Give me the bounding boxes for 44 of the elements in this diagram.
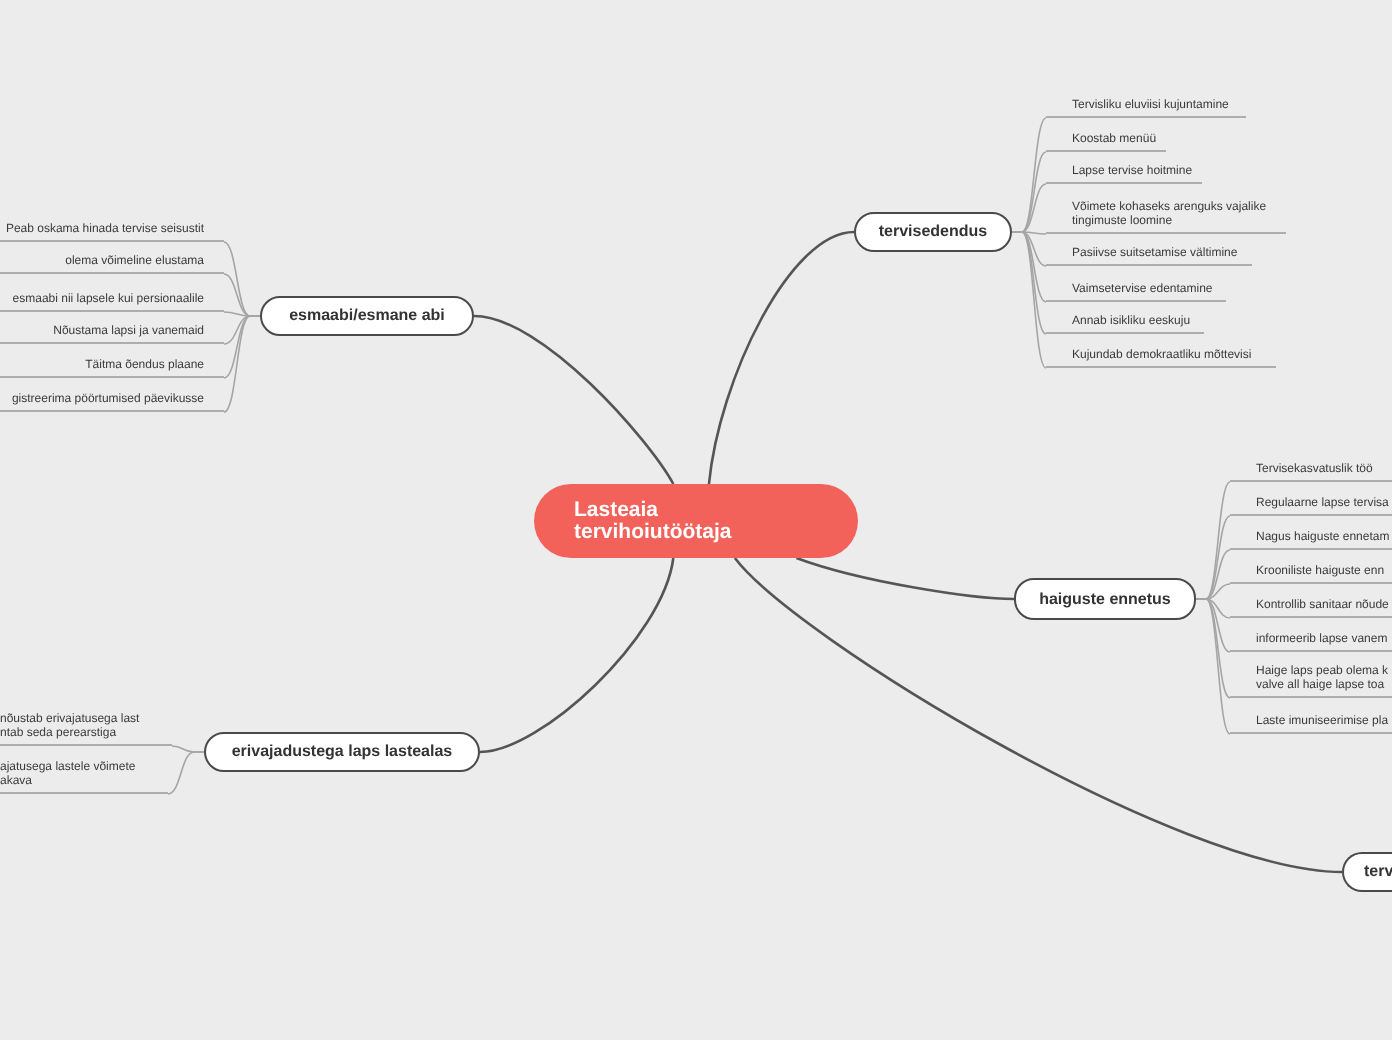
subtopic-entry (1230, 716, 1392, 734)
subtopic-entry (0, 360, 224, 378)
central-topic-pill (534, 484, 858, 558)
topic-pill (260, 296, 474, 336)
topic-pill (1342, 852, 1392, 892)
branch-line (223, 315, 261, 413)
branch-line (733, 557, 1343, 874)
topic-pill (204, 732, 480, 772)
subtopic-entry (0, 326, 224, 344)
topic-pill (1014, 578, 1196, 620)
subtopic-entry (1230, 532, 1392, 550)
subtopic-entry (0, 256, 224, 274)
topic-label: erivajadustega laps lastealas (231, 742, 453, 762)
subtopic-entry (1046, 284, 1226, 302)
subtopic-entry (1046, 350, 1276, 368)
branch-line (796, 556, 1015, 601)
branch-line (707, 230, 855, 485)
subtopic-entry (1230, 666, 1392, 698)
subtopic-entry (1046, 316, 1204, 334)
branch-line (167, 751, 205, 795)
subtopic-entry (1230, 464, 1392, 482)
subtopic-entry (0, 394, 224, 412)
subtopic-entry (1046, 134, 1166, 152)
topic-label: tervisedendus (878, 222, 988, 242)
subtopic-entry (1230, 634, 1392, 652)
subtopic-entry (1230, 566, 1392, 584)
subtopic-entry (0, 294, 224, 312)
subtopic-entry (1230, 498, 1392, 516)
subtopic-entry (1046, 248, 1252, 266)
central-topic-label: Lasteaia tervihoiutöötaja (574, 499, 734, 543)
subtopic-entry (1046, 202, 1286, 234)
subtopic-entry (1046, 166, 1202, 184)
topic-label: esmaabi/esmane abi (289, 306, 445, 326)
branch-line (1011, 231, 1047, 369)
subtopic-entry (1230, 600, 1392, 618)
subtopic-entry (0, 714, 172, 746)
branch-line (473, 314, 675, 485)
subtopic-entry (1046, 100, 1246, 118)
topic-pill (854, 212, 1012, 252)
subtopic-entry (0, 762, 168, 794)
branch-line (479, 557, 675, 754)
subtopic-entry (0, 224, 224, 242)
branch-line (1195, 598, 1231, 735)
topic-label: haiguste ennetus (1039, 589, 1171, 609)
